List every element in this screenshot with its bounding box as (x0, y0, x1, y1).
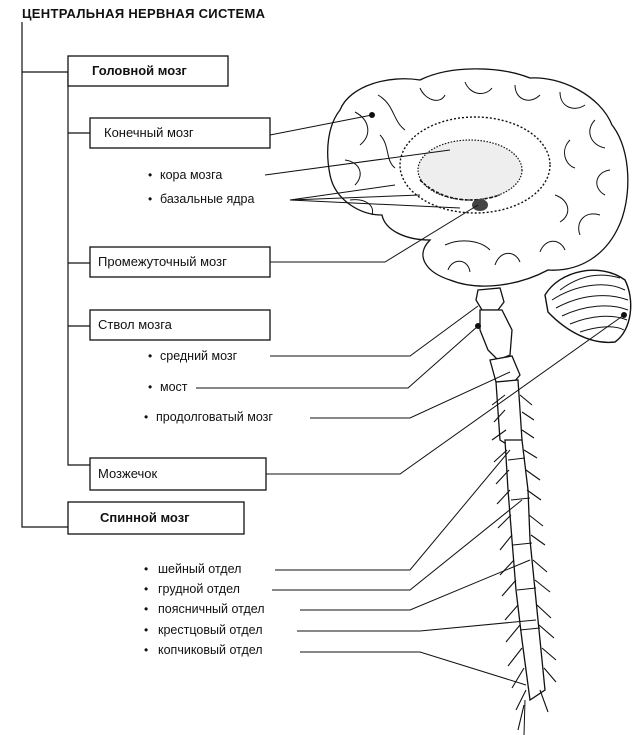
bullet-icon: • (144, 643, 149, 657)
brain-stem-illustration (475, 287, 523, 446)
label-konechny-mozg: Конечный мозг (104, 125, 194, 140)
box-promezhutochny-mozg (89, 246, 271, 278)
part-sredny-mozg: средний мозг (160, 349, 238, 363)
bullet-icon: • (148, 168, 153, 182)
spinal-nerve-roots (491, 394, 557, 731)
spinal-cord-illustration (504, 439, 546, 735)
bullet-icon: • (148, 192, 153, 206)
golovnoy-branch (67, 72, 90, 466)
tree-trunk (21, 22, 68, 528)
label-mozzhechok: Мозжечок (98, 466, 158, 481)
leader-lines (196, 112, 627, 686)
label-stvol-mozga: Ствол мозга (98, 317, 172, 332)
label-golovnoy-mozg: Головной мозг (92, 63, 187, 78)
bullet-icon: • (144, 623, 149, 637)
bullet-icon: • (148, 380, 153, 394)
part-grudnoy: грудной отдел (158, 582, 240, 596)
label-spinnoy-mozg: Спинной мозг (100, 510, 190, 525)
bullet-icon: • (144, 602, 149, 616)
part-prodolgovaty-mozg: продолговатый мозг (156, 410, 273, 424)
part-most: мост (160, 380, 188, 394)
box-konechny-mozg (89, 117, 271, 149)
part-bazalnye-yadra: базальные ядра (160, 192, 255, 206)
diagram-title: ЦЕНТРАЛЬНАЯ НЕРВНАЯ СИСТЕМА (22, 6, 266, 21)
part-kopchikovy: копчиковый отдел (158, 643, 263, 657)
bullet-icon: • (144, 582, 149, 596)
box-stvol-mozga (89, 309, 271, 341)
box-golovnoy-mozg (67, 55, 229, 87)
part-kora: кора мозга (160, 168, 223, 182)
part-krestcovy: крестцовый отдел (158, 623, 263, 637)
brain-gyri (344, 81, 611, 273)
brain-inner-structures (399, 116, 551, 214)
label-promezhutochny-mozg: Промежуточный мозг (98, 254, 227, 269)
bullet-icon: • (144, 410, 149, 424)
part-sheyny: шейный отдел (158, 562, 242, 576)
bullet-icon: • (148, 349, 153, 363)
bullet-icon: • (144, 562, 149, 576)
part-poyasnichny: поясничный отдел (158, 602, 265, 616)
cerebellum-illustration (544, 269, 632, 344)
box-spinnoy-mozg (67, 501, 245, 535)
